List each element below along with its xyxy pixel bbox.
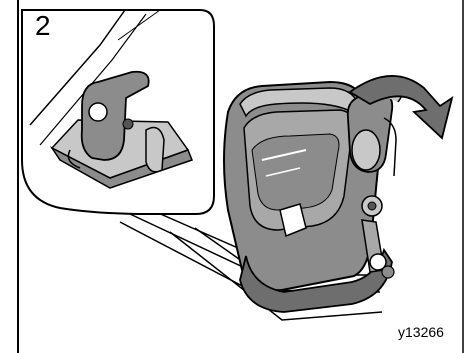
step-number: 2 (35, 10, 51, 42)
detail-inset (22, 10, 214, 214)
figure-id-label: y13266 (398, 323, 466, 341)
child-seat-body (224, 82, 406, 312)
